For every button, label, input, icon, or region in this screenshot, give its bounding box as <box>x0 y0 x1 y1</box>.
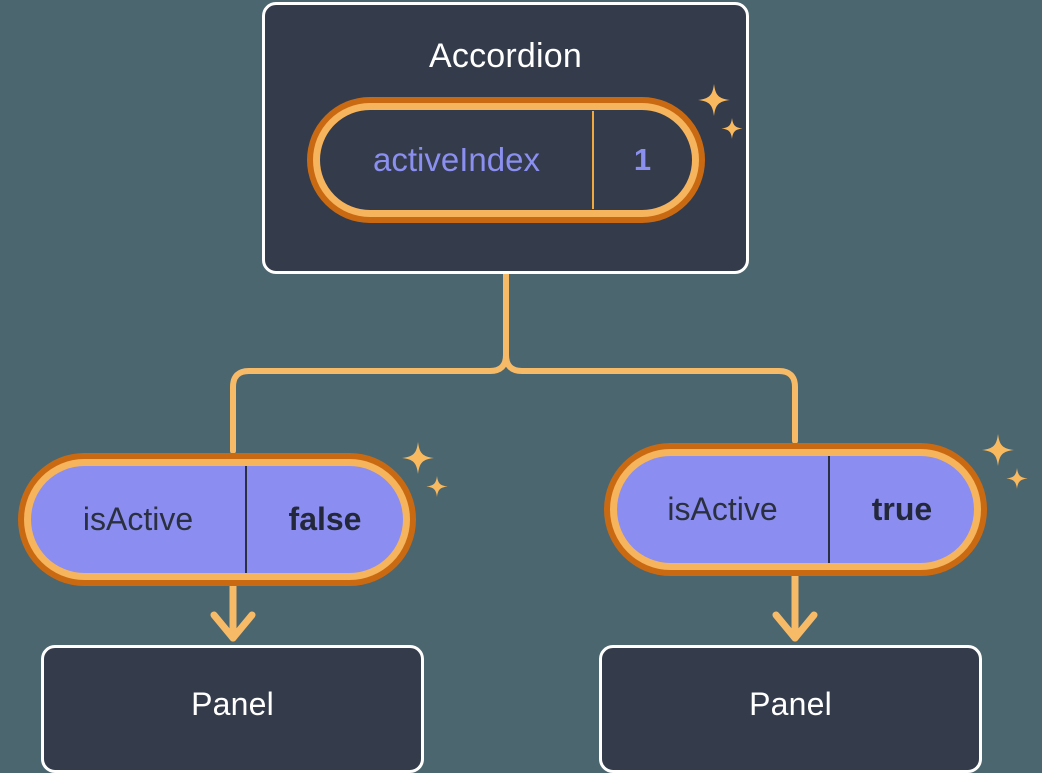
pill-amber-ring: activeIndex 1 <box>313 103 699 217</box>
arrow-down-icon-right <box>772 572 818 642</box>
panel-title-right: Panel <box>749 686 832 722</box>
prop-value-label: false <box>288 501 362 537</box>
connector-root-to-right <box>503 271 798 444</box>
sparkle-small-icon <box>1006 468 1028 489</box>
connector-root-to-left <box>230 271 509 454</box>
state-pill-is-active-right[interactable]: isActive true <box>604 443 987 576</box>
panel-component-box-left[interactable]: Panel <box>41 645 424 773</box>
state-key-label: activeIndex <box>321 111 594 209</box>
pill-body: activeIndex 1 <box>320 110 692 210</box>
pill-body: isActive false <box>31 466 403 573</box>
sparkle-icon <box>982 434 1014 466</box>
state-pill-active-index[interactable]: activeIndex 1 <box>307 97 705 223</box>
panel-component-box-right[interactable]: Panel <box>599 645 982 773</box>
sparkle-cluster-right <box>982 434 1028 489</box>
sparkle-icon <box>402 442 434 474</box>
pill-body: isActive true <box>617 456 974 563</box>
prop-key-label: isActive <box>617 456 830 563</box>
state-value-label: 1 <box>633 142 652 177</box>
panel-title-left: Panel <box>191 686 274 722</box>
pill-amber-ring: isActive false <box>24 459 410 580</box>
arrow-down-icon-left <box>210 582 256 642</box>
pill-amber-ring: isActive true <box>610 449 981 570</box>
sparkle-small-icon <box>426 476 448 497</box>
accordion-title: Accordion <box>429 37 582 75</box>
prop-key-label: isActive <box>31 466 247 573</box>
prop-value-label: true <box>871 491 933 527</box>
state-pill-is-active-left[interactable]: isActive false <box>18 453 416 586</box>
